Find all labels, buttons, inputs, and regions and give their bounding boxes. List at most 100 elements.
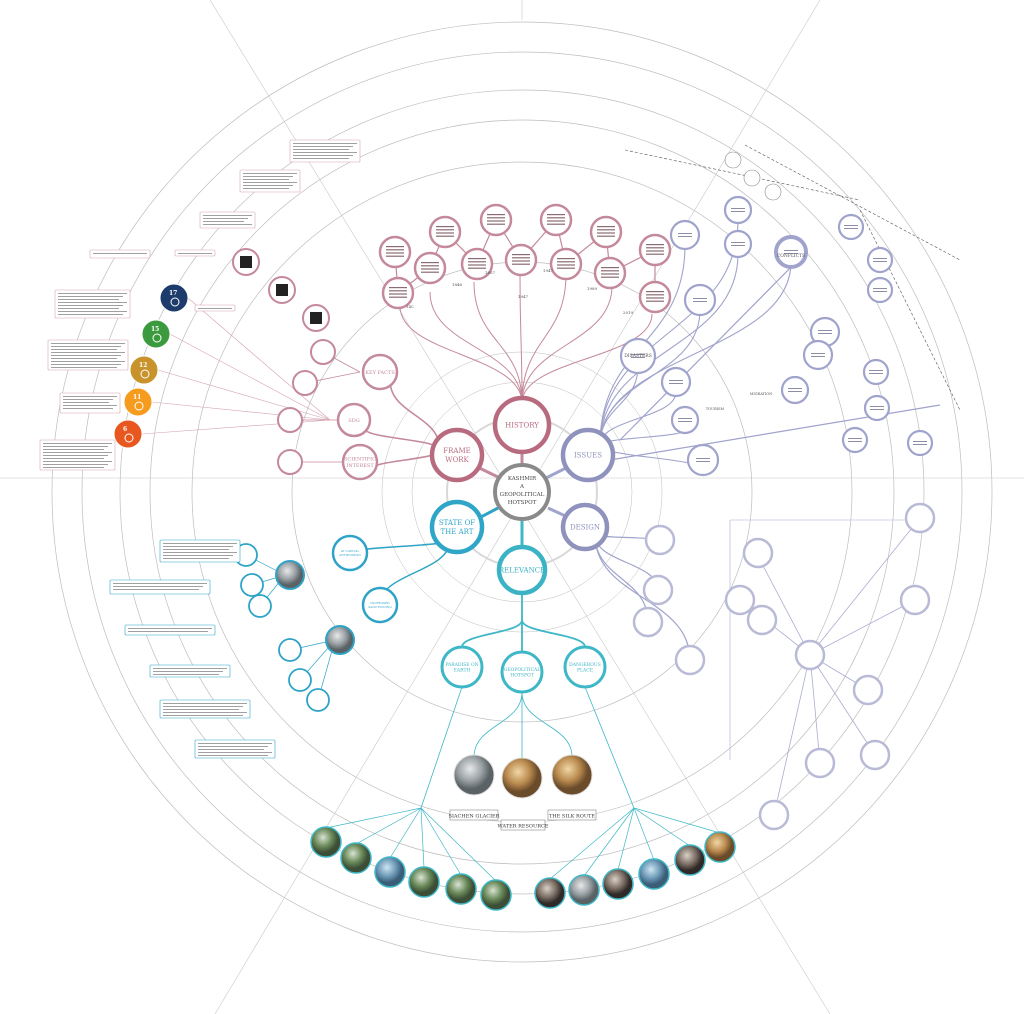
issue-node[interactable]: [863, 394, 891, 422]
conflict-chip[interactable]: [724, 151, 742, 169]
design-node[interactable]: [859, 739, 891, 771]
design-node[interactable]: [644, 524, 676, 556]
danger-photo[interactable]: [602, 868, 634, 900]
framework-detail-node[interactable]: [277, 407, 303, 433]
issue-node[interactable]: [723, 229, 753, 259]
art-photo[interactable]: [275, 560, 305, 590]
conflict-chip[interactable]: [743, 169, 761, 187]
history-event-node[interactable]: [593, 256, 627, 290]
framework-detail-node[interactable]: [277, 449, 303, 475]
paradise-photo[interactable]: [374, 856, 406, 888]
issue-node[interactable]: [866, 246, 894, 274]
design-node[interactable]: [746, 604, 778, 636]
conflict-chip[interactable]: [764, 183, 782, 201]
history-event-node[interactable]: [589, 215, 623, 249]
design-node[interactable]: [904, 502, 936, 534]
relevance-photo[interactable]: [453, 754, 495, 796]
history-event-node[interactable]: [638, 280, 672, 314]
relevance-photo[interactable]: [551, 754, 593, 796]
history-event-node[interactable]: [549, 247, 583, 281]
node-text-line: [386, 255, 404, 257]
history-event-node[interactable]: [381, 276, 415, 310]
design-node[interactable]: [804, 747, 836, 779]
art-photo[interactable]: [325, 625, 355, 655]
danger-photo[interactable]: [704, 831, 736, 863]
paradise-photo[interactable]: [340, 842, 372, 874]
issue-node[interactable]: [862, 358, 890, 386]
main-node-relevance[interactable]: RELEVANCE: [496, 544, 548, 596]
paradise-photo[interactable]: [445, 873, 477, 905]
node-label: HISTORY: [505, 421, 539, 429]
center-node[interactable]: KASHMIR A GEOPOLITICAL HOTSPOT: [493, 463, 551, 521]
node-label: STATE OF: [439, 519, 475, 527]
danger-photo[interactable]: [638, 858, 670, 890]
issue-node[interactable]: [837, 213, 865, 241]
issue-node[interactable]: [774, 235, 808, 269]
issue-node[interactable]: [686, 443, 720, 477]
art-detail-node[interactable]: [248, 594, 272, 618]
danger-photo[interactable]: [568, 874, 600, 906]
main-node-history[interactable]: HISTORY: [492, 395, 552, 455]
history-event-node[interactable]: [428, 215, 462, 249]
design-node[interactable]: [899, 584, 931, 616]
art-detail-node[interactable]: [240, 573, 264, 597]
connector: [809, 599, 916, 656]
issue-node[interactable]: [866, 276, 894, 304]
framework-detail-node[interactable]: [292, 370, 318, 396]
issue-node[interactable]: [660, 366, 692, 398]
node-text-line: [557, 267, 575, 269]
issue-node[interactable]: [841, 426, 869, 454]
node-text-line: [811, 356, 825, 357]
annotation-box: [59, 392, 121, 414]
design-node[interactable]: [742, 537, 774, 569]
history-event-node[interactable]: [413, 251, 447, 285]
danger-photo[interactable]: [534, 877, 566, 909]
issue-node[interactable]: [906, 429, 934, 457]
history-event-node[interactable]: [378, 235, 412, 269]
issue-node[interactable]: [683, 283, 717, 317]
framework-sdg[interactable]: SDG: [336, 402, 372, 438]
design-node[interactable]: [674, 644, 706, 676]
history-event-node[interactable]: [460, 247, 494, 281]
design-node[interactable]: [642, 574, 674, 606]
framework-keyfacts[interactable]: KEY FACTS: [361, 353, 399, 391]
history-event-node[interactable]: [479, 203, 513, 237]
paradise-photo[interactable]: [310, 826, 342, 858]
issue-node[interactable]: [802, 339, 834, 371]
issue-node[interactable]: [780, 375, 810, 405]
issue-node[interactable]: [619, 337, 657, 375]
node-text-line: [731, 245, 745, 246]
history-event-node[interactable]: [539, 203, 573, 237]
paradise-photo[interactable]: [408, 866, 440, 898]
issue-node[interactable]: [669, 219, 701, 251]
main-node-design[interactable]: DESIGN: [560, 502, 610, 552]
connector: [809, 654, 821, 764]
history-event-node[interactable]: [638, 233, 672, 267]
design-node[interactable]: [758, 799, 790, 831]
danger-photo[interactable]: [674, 844, 706, 876]
art-detail-node[interactable]: [306, 688, 330, 712]
node-label: GEOPOLITICAL: [504, 667, 541, 673]
design-node[interactable]: [852, 674, 884, 706]
framework-detail-node[interactable]: [310, 339, 336, 365]
issue-node[interactable]: [670, 405, 700, 435]
history-event-node[interactable]: [504, 243, 538, 277]
art-detail-node[interactable]: [288, 668, 312, 692]
paradise-photo[interactable]: [480, 879, 512, 911]
design-node[interactable]: [632, 606, 664, 638]
main-node-issues[interactable]: ISSUES: [560, 427, 616, 483]
design-node[interactable]: [794, 639, 826, 671]
art-detail-node[interactable]: [278, 638, 302, 662]
connector: [521, 313, 653, 404]
relevance-photo[interactable]: [501, 757, 543, 799]
design-node[interactable]: [724, 584, 756, 616]
issue-node[interactable]: [723, 195, 753, 225]
